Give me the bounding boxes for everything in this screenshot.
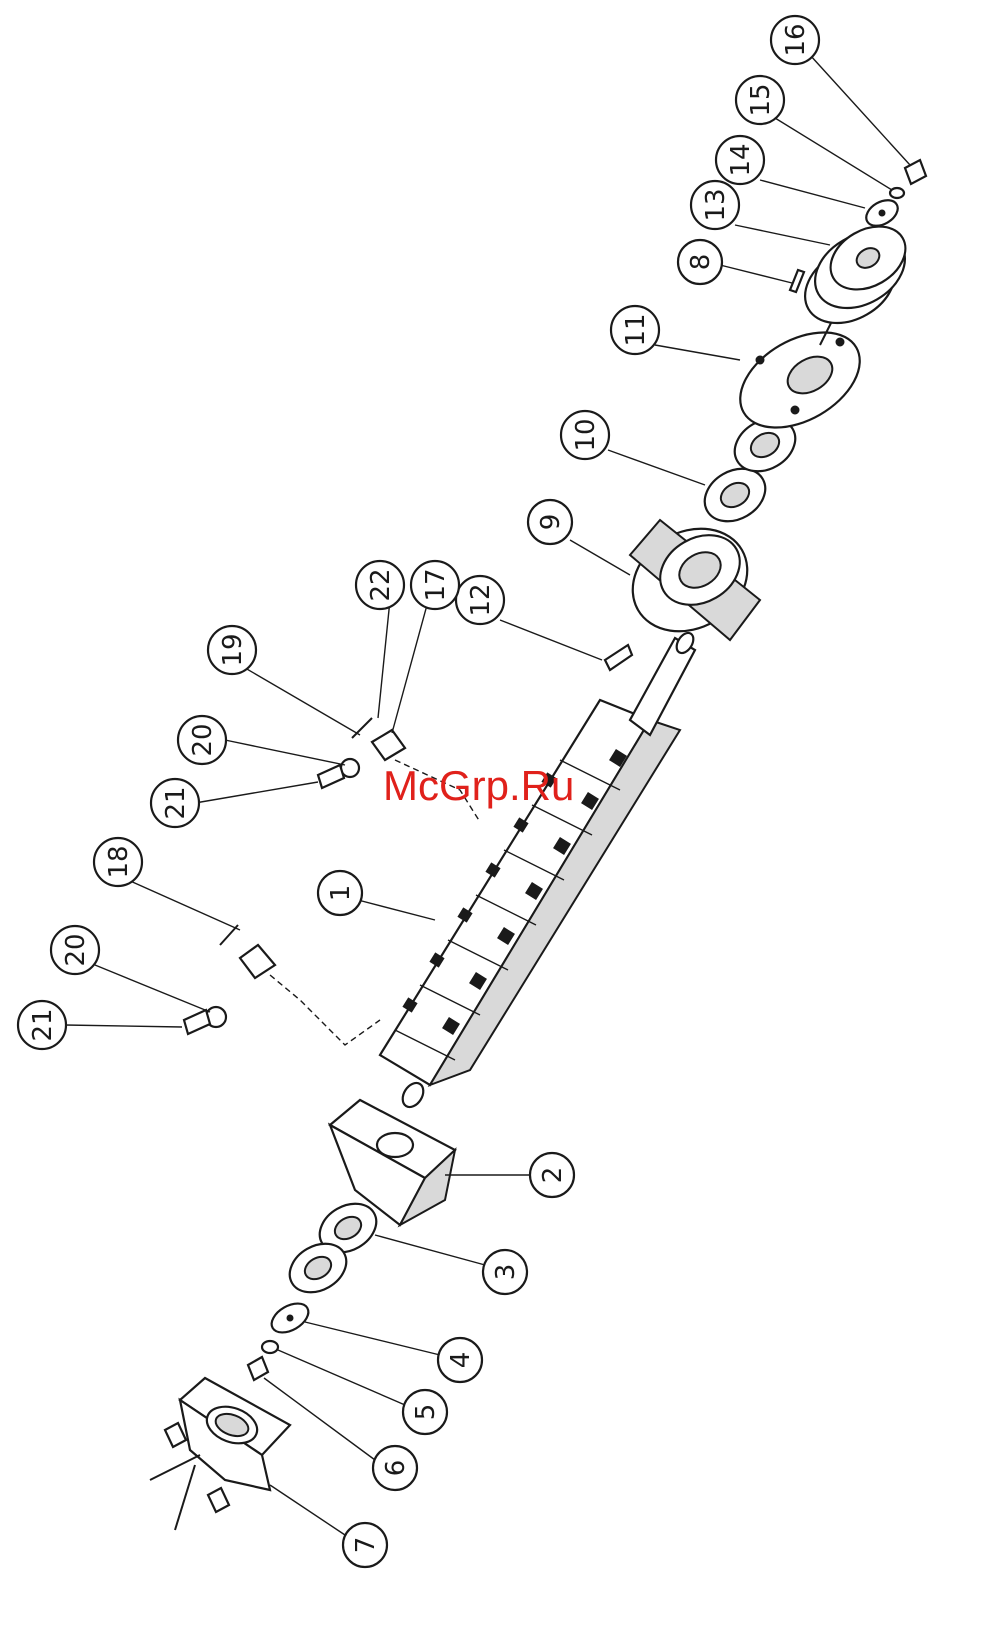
callout-3: 3 (483, 1250, 527, 1294)
callout-12: 12 (456, 576, 504, 624)
callout-5: 5 (403, 1390, 447, 1434)
callout-11: 11 (611, 306, 659, 354)
svg-text:17: 17 (421, 568, 451, 601)
callout-14: 14 (716, 136, 764, 184)
callout-1: 1 (318, 871, 362, 915)
callout-9: 9 (528, 500, 572, 544)
svg-text:1: 1 (326, 885, 356, 902)
svg-text:22: 22 (366, 568, 396, 601)
svg-text:10: 10 (571, 418, 601, 451)
svg-text:20: 20 (188, 723, 218, 756)
svg-text:4: 4 (446, 1352, 476, 1369)
svg-text:15: 15 (746, 83, 776, 116)
callout-8: 8 (678, 240, 722, 284)
callout-10: 10 (561, 411, 609, 459)
bearings-left (281, 1194, 385, 1302)
svg-text:19: 19 (218, 633, 248, 666)
callout-19: 19 (208, 626, 256, 674)
callout-18: 18 (94, 838, 142, 886)
callout-21-lower: 21 (18, 1001, 66, 1049)
svg-text:16: 16 (781, 23, 811, 56)
svg-text:13: 13 (701, 188, 731, 221)
callout-2: 2 (530, 1153, 574, 1197)
callout-22: 22 (356, 561, 404, 609)
watermark-text: McGrp.Ru (383, 762, 574, 809)
svg-text:8: 8 (686, 254, 716, 271)
flange-plate-right (724, 313, 877, 447)
callout-20-upper: 20 (178, 716, 226, 764)
svg-text:2: 2 (538, 1167, 568, 1184)
svg-text:9: 9 (536, 514, 566, 531)
callout-7: 7 (343, 1523, 387, 1567)
svg-text:12: 12 (466, 583, 496, 616)
callout-15: 15 (736, 76, 784, 124)
callout-4: 4 (438, 1338, 482, 1382)
svg-text:14: 14 (726, 143, 756, 176)
flange-plate-left (150, 1378, 290, 1530)
svg-text:20: 20 (61, 933, 91, 966)
svg-text:21: 21 (28, 1008, 58, 1041)
cutter-head (380, 630, 697, 1111)
callout-13: 13 (691, 181, 739, 229)
svg-text:5: 5 (411, 1404, 441, 1421)
svg-text:21: 21 (161, 786, 191, 819)
callout-21-upper: 21 (151, 779, 199, 827)
washer-lockwasher-bolt-right (862, 160, 926, 231)
svg-text:7: 7 (351, 1537, 381, 1554)
callout-16: 16 (771, 16, 819, 64)
pulley (790, 214, 919, 339)
bearing-housing-right (614, 508, 766, 651)
washer-lockwasher-bolt-left (248, 1298, 313, 1380)
gib-screw-set-lower (184, 925, 380, 1045)
shaft-key (605, 645, 632, 670)
callout-6: 6 (373, 1446, 417, 1490)
callout-17: 17 (411, 561, 459, 609)
svg-text:18: 18 (104, 845, 134, 878)
svg-text:6: 6 (381, 1460, 411, 1477)
svg-text:11: 11 (621, 313, 651, 346)
callout-20-lower: 20 (51, 926, 99, 974)
svg-text:3: 3 (491, 1264, 521, 1281)
